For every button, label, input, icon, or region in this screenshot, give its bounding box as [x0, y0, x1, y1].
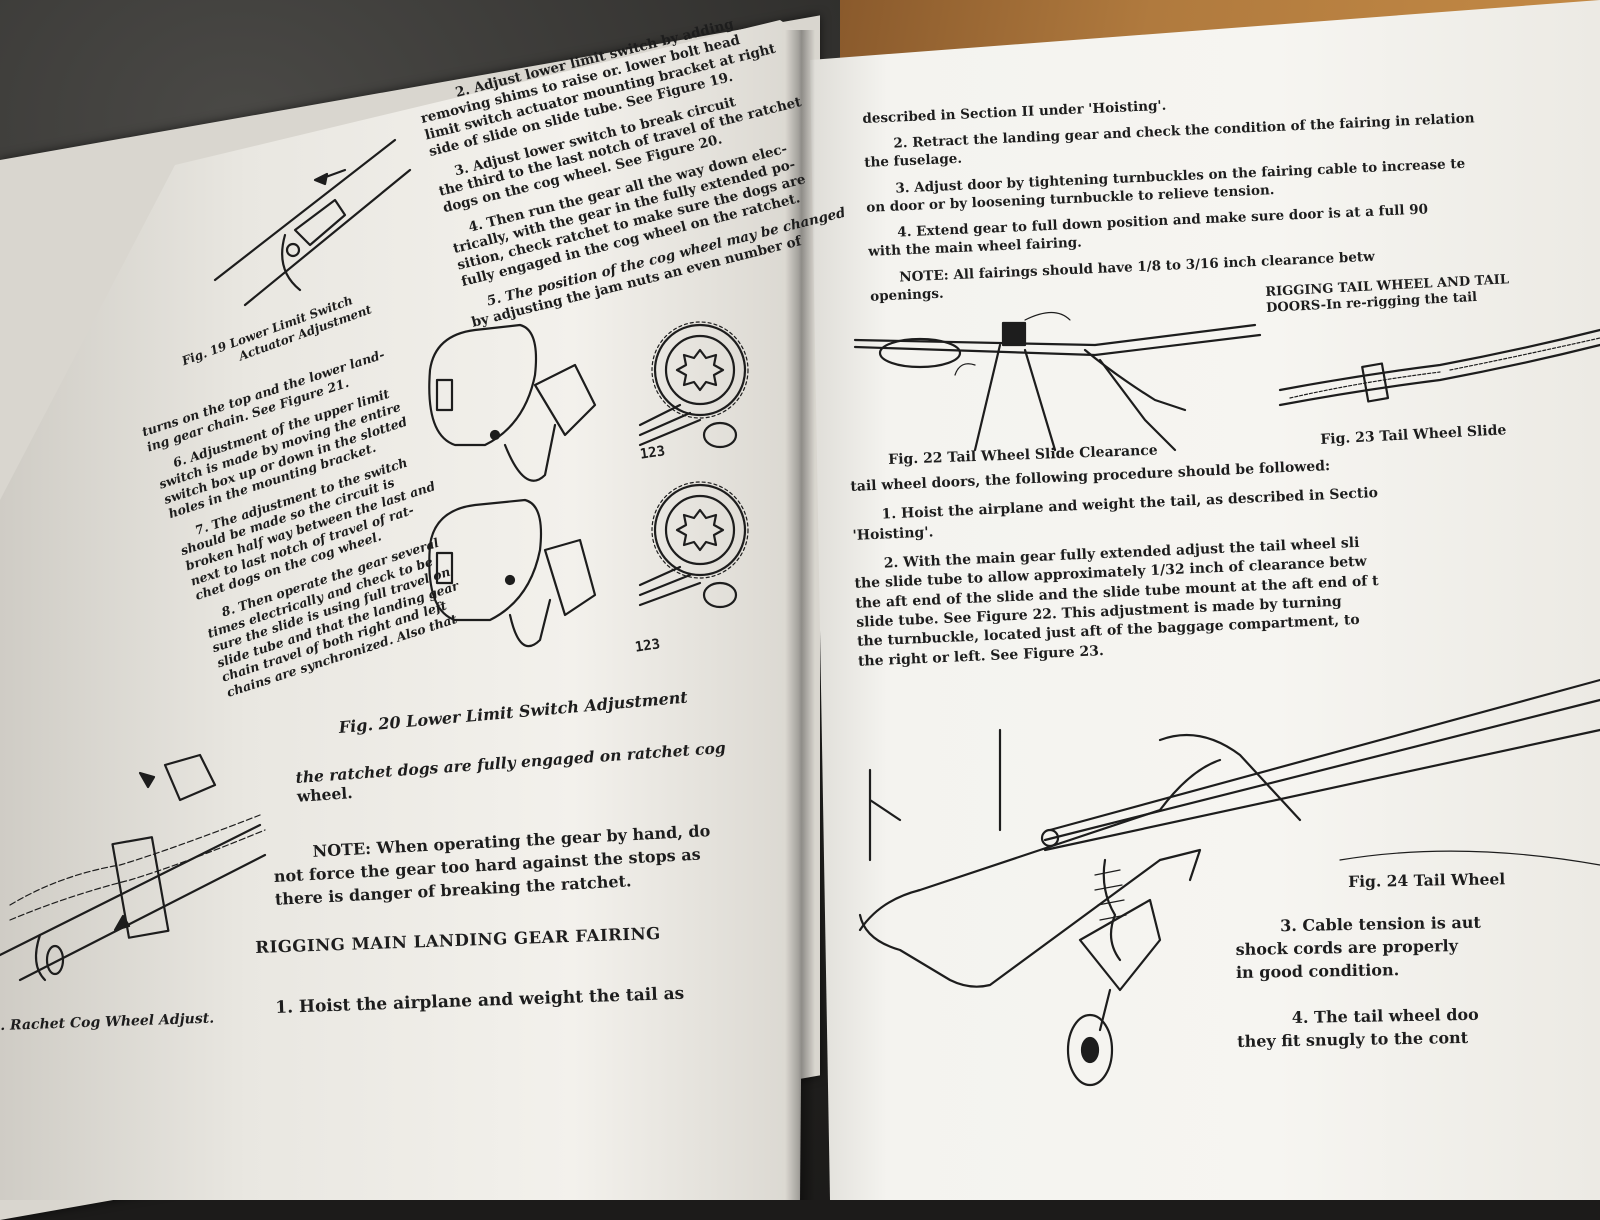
fig-22-illustration	[853, 311, 1262, 452]
fig20-star-bottom	[675, 508, 725, 552]
fig19-bolt	[285, 242, 301, 258]
fig21-chain-upper	[9, 814, 261, 906]
fig19-rod-1	[213, 138, 397, 282]
fig20-switch-box-bottom	[428, 498, 543, 622]
fig20-cog-inner-top	[664, 334, 736, 406]
fig19-arm	[281, 233, 302, 292]
fig24-tail-curve	[1158, 733, 1302, 822]
fig22-disc	[878, 337, 962, 369]
fig-23-illustration	[1278, 328, 1600, 407]
fig20-teeth-top	[651, 321, 749, 419]
fig-24-caption: Fig. 24 Tail Wheel	[1348, 869, 1506, 891]
fig24-pivot	[1040, 828, 1060, 848]
fig20-dog-top	[702, 421, 738, 449]
fig21-cable	[34, 933, 47, 982]
book-gutter	[785, 30, 815, 1200]
fig-19-illustration	[213, 138, 412, 307]
fig22-brace-2	[1098, 358, 1177, 452]
fig-20-illustration	[428, 321, 749, 648]
fig21-arrow-up	[113, 914, 131, 932]
fig19-rod-2	[243, 168, 412, 307]
fig22-struts	[973, 343, 1057, 452]
right-page	[810, 0, 1600, 1200]
fig20-star-top	[675, 348, 725, 392]
fig20-arm-bottom	[508, 598, 552, 648]
fig20-arm-top	[503, 423, 557, 482]
fig20-switch-bolt-top	[489, 429, 501, 441]
fig22-hook	[1024, 311, 1071, 321]
fig20-dog-bottom	[702, 581, 738, 609]
fig20-switch-bolt-bottom	[504, 574, 516, 586]
fig19-bracket	[293, 198, 347, 247]
fig24-bracket	[1158, 848, 1202, 882]
fig23-cable-2	[1278, 343, 1600, 407]
fig21-rail-2	[18, 853, 267, 982]
fig20-teeth-bottom	[651, 481, 749, 579]
fig24-cables	[1043, 678, 1600, 852]
right-page-bottom-text: 3. Cable tension is aut shock cords are …	[1235, 911, 1483, 1053]
fig22-tube-top	[853, 323, 1257, 347]
fig21-slide	[111, 836, 170, 939]
fig23-clamp	[1361, 362, 1390, 403]
fig20-bracket-bottom	[543, 538, 597, 617]
fig20-cog-inner-bottom	[664, 494, 736, 566]
fig24-strut	[1098, 988, 1112, 1032]
fig20-chain-lines-bottom	[638, 565, 702, 607]
fig20-cog-outer-top	[653, 323, 747, 417]
fig24-fuselage-line	[858, 758, 1222, 932]
fig22-tube-bottom	[853, 333, 1262, 357]
right-bottom-line-2: shock cords are properly	[1235, 936, 1459, 960]
fig24-shock-cord	[1339, 850, 1600, 866]
right-bottom-line-5: they fit snugly to the cont	[1237, 1027, 1469, 1051]
fig20-switch-tab-bottom	[435, 551, 454, 585]
fig22-hook-2	[954, 363, 976, 376]
fig24-wheel	[1066, 1013, 1114, 1087]
fig23-cable-1	[1278, 328, 1600, 392]
fig-21-illustration	[0, 753, 267, 982]
fig20-switch-tab-top	[435, 378, 454, 412]
fig24-fork	[1078, 898, 1162, 992]
fig24-spring-coils	[1094, 869, 1127, 921]
fig19-arrow	[313, 172, 329, 186]
fig20-switch-box-top	[428, 323, 538, 447]
fig23-turnbuckle-left	[1289, 371, 1441, 399]
fig24-fuselage-bottom	[858, 858, 1162, 988]
fig20-label-123-bottom: 123	[633, 636, 662, 656]
fig-24-illustration	[858, 678, 1600, 1087]
fig21-switch	[163, 753, 217, 802]
fig24-hub	[1080, 1036, 1100, 1064]
fig20-bracket-top	[533, 363, 597, 437]
fig21-arrow-down	[138, 771, 156, 789]
fig24-door-edge	[868, 768, 902, 862]
fig24-spring-left	[1102, 858, 1122, 962]
fig21-chain-lower	[9, 829, 266, 921]
fig22-clamp	[1001, 321, 1027, 347]
fig22-brace	[1083, 348, 1187, 412]
fig20-label-123-top: 123	[638, 443, 667, 463]
fig19-spring	[321, 168, 347, 180]
fig20-cog-outer-bottom	[653, 483, 747, 577]
right-page-middle-text: tail wheel doors, the following procedur…	[850, 455, 1385, 672]
fig21-nut	[45, 944, 65, 976]
right-page-top-text: described in Section II under 'Hoisting'…	[862, 83, 1482, 305]
fig21-rail-1	[0, 823, 262, 957]
fig23-turnbuckle-right	[1449, 337, 1600, 371]
fig20-chain-lines-top	[638, 403, 702, 447]
